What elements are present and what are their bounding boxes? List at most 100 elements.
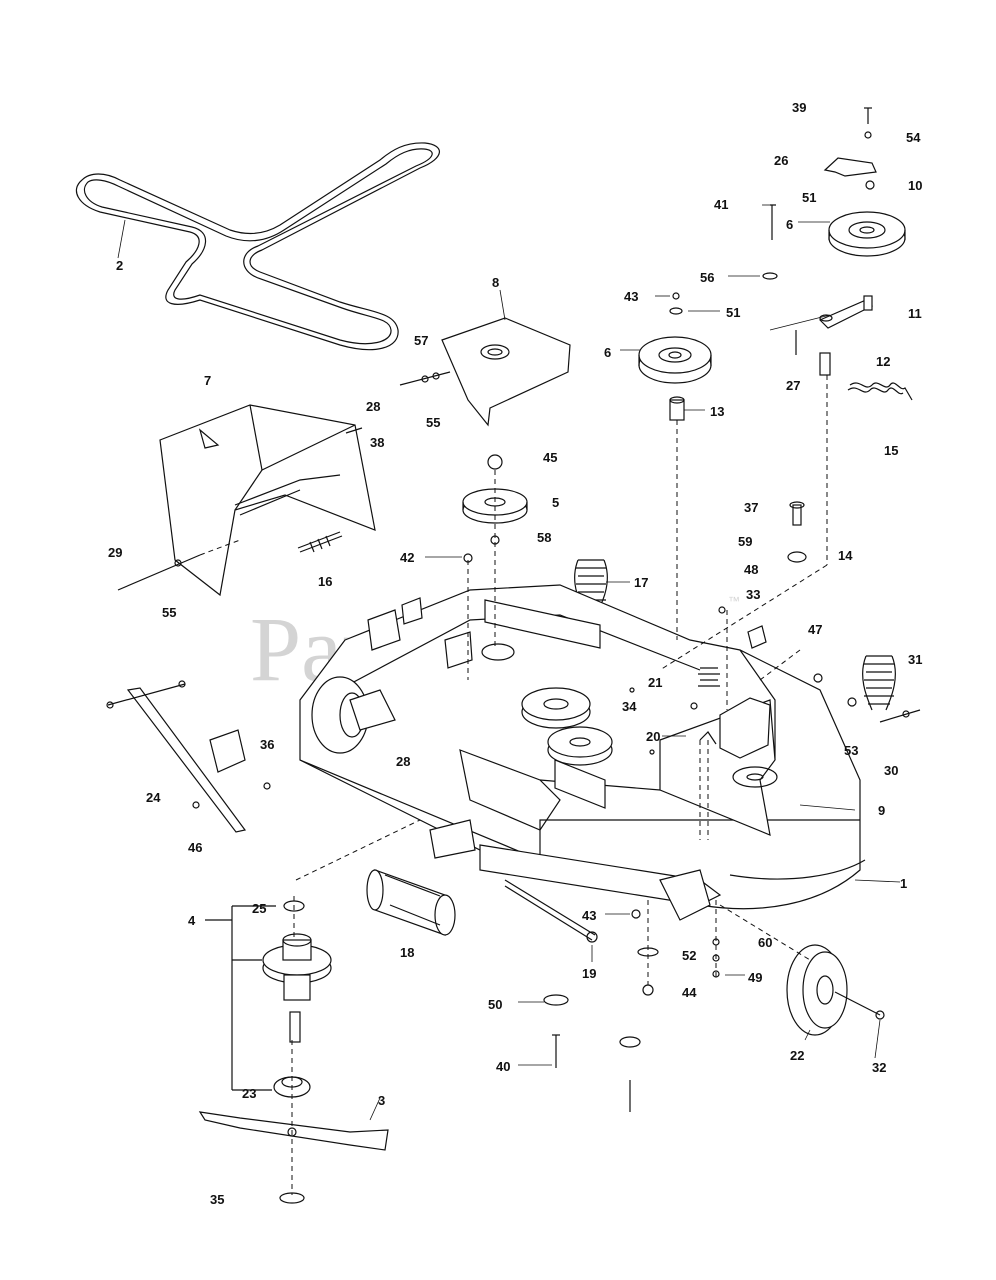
part-label: 38 xyxy=(370,435,384,450)
part-label: 58 xyxy=(537,530,551,545)
part-label: 39 xyxy=(792,100,806,115)
part-label: 21 xyxy=(648,675,662,690)
part-label: 8 xyxy=(492,275,499,290)
idler-pulley-middle xyxy=(638,336,712,384)
part-label: 12 xyxy=(876,354,890,369)
part-label: 28 xyxy=(366,399,380,414)
part-label: 18 xyxy=(400,945,414,960)
blade-bolt xyxy=(279,1040,305,1204)
discharge-chute xyxy=(159,404,376,597)
drive-belt xyxy=(76,142,440,351)
part-label: 27 xyxy=(786,378,800,393)
gauge-wheel xyxy=(786,944,885,1036)
part-label: 28 xyxy=(396,754,410,769)
part-label: 45 xyxy=(543,450,557,465)
small-bolt-38 xyxy=(345,427,363,434)
part-label: 13 xyxy=(710,404,724,419)
deck-support-bar xyxy=(106,680,271,833)
tension-spring xyxy=(847,382,913,401)
part-label: 7 xyxy=(204,373,211,388)
part-label: 4 xyxy=(188,913,196,928)
part-label: 35 xyxy=(210,1192,224,1207)
part-label: 31 xyxy=(908,652,922,667)
pulley-hardware xyxy=(463,292,683,563)
part-label: 57 xyxy=(414,333,428,348)
front-roller xyxy=(311,676,396,754)
part-label: 6 xyxy=(786,217,793,232)
belt-cover-plate xyxy=(441,317,571,427)
leader-lines xyxy=(117,204,901,1121)
lower-hardware xyxy=(543,909,659,1112)
part-label: 10 xyxy=(908,178,922,193)
part-label: 23 xyxy=(242,1086,256,1101)
part-label: 41 xyxy=(714,197,728,212)
anti-scalp-roller xyxy=(366,869,456,936)
part-label: 48 xyxy=(744,562,758,577)
part-label: 33 xyxy=(746,587,760,602)
part-label: 17 xyxy=(634,575,648,590)
part-label: 24 xyxy=(146,790,161,805)
part-label: 37 xyxy=(744,500,758,515)
deck-spring xyxy=(698,667,720,687)
lower-rail xyxy=(479,844,722,921)
part-label: 55 xyxy=(426,415,440,430)
part-label: 36 xyxy=(260,737,274,752)
chute-spring xyxy=(297,531,343,553)
part-label: 2 xyxy=(116,258,123,273)
bolt-set-upper xyxy=(399,371,451,386)
part-label: 51 xyxy=(726,305,740,320)
part-label: 22 xyxy=(790,1048,804,1063)
wheel-hardware xyxy=(712,900,811,980)
chute-rod xyxy=(117,539,241,591)
part-label: 11 xyxy=(908,306,922,321)
spindle-assembly xyxy=(205,900,332,1098)
axle-rod xyxy=(504,879,598,943)
part-label: 60 xyxy=(758,935,772,950)
watermark-trademark: ™ xyxy=(728,594,740,608)
part-label: 55 xyxy=(162,605,176,620)
mower-blade xyxy=(198,1111,389,1151)
spacer xyxy=(669,396,685,421)
part-label: 34 xyxy=(622,699,637,714)
assembly-lines xyxy=(293,375,828,985)
part-label: 40 xyxy=(496,1059,510,1074)
part-label: 46 xyxy=(188,840,202,855)
part-label: 49 xyxy=(748,970,762,985)
part-label: 47 xyxy=(808,622,822,637)
part-label: 1 xyxy=(900,876,907,891)
idler-pulley-upper xyxy=(828,211,906,257)
part-label: 44 xyxy=(682,985,697,1000)
bolt-washer xyxy=(787,501,807,563)
part-label: 43 xyxy=(624,289,638,304)
part-label: 59 xyxy=(738,534,752,549)
part-label: 26 xyxy=(774,153,788,168)
part-label: 51 xyxy=(802,190,816,205)
spring-53 xyxy=(862,655,896,711)
idler-arm xyxy=(769,295,874,376)
part-label: 50 xyxy=(488,997,502,1012)
part-label: 56 xyxy=(700,270,714,285)
part-label: 19 xyxy=(582,966,596,981)
part-label: 30 xyxy=(884,763,898,778)
part-label: 25 xyxy=(252,901,266,916)
part-label: 53 xyxy=(844,743,858,758)
deck-pulleys xyxy=(481,643,613,766)
part-label: 14 xyxy=(838,548,853,563)
part-label: 52 xyxy=(682,948,696,963)
part-label: 20 xyxy=(646,729,660,744)
deck-hardware xyxy=(629,606,857,755)
part-label: 54 xyxy=(906,130,921,145)
part-label: 29 xyxy=(108,545,122,560)
part-label: 42 xyxy=(400,550,414,565)
part-label: 9 xyxy=(878,803,885,818)
part-label: 32 xyxy=(872,1060,886,1075)
part-label: 5 xyxy=(552,495,559,510)
bolt-31 xyxy=(879,709,921,723)
part-label: 16 xyxy=(318,574,332,589)
part-label: 15 xyxy=(884,443,898,458)
part-label: 43 xyxy=(582,908,596,923)
part-label: 6 xyxy=(604,345,611,360)
part-labels: 1 2 3 4 5 6 6 7 8 9 10 11 12 13 14 15 16… xyxy=(108,100,922,1207)
top-right-hardware xyxy=(762,107,877,280)
